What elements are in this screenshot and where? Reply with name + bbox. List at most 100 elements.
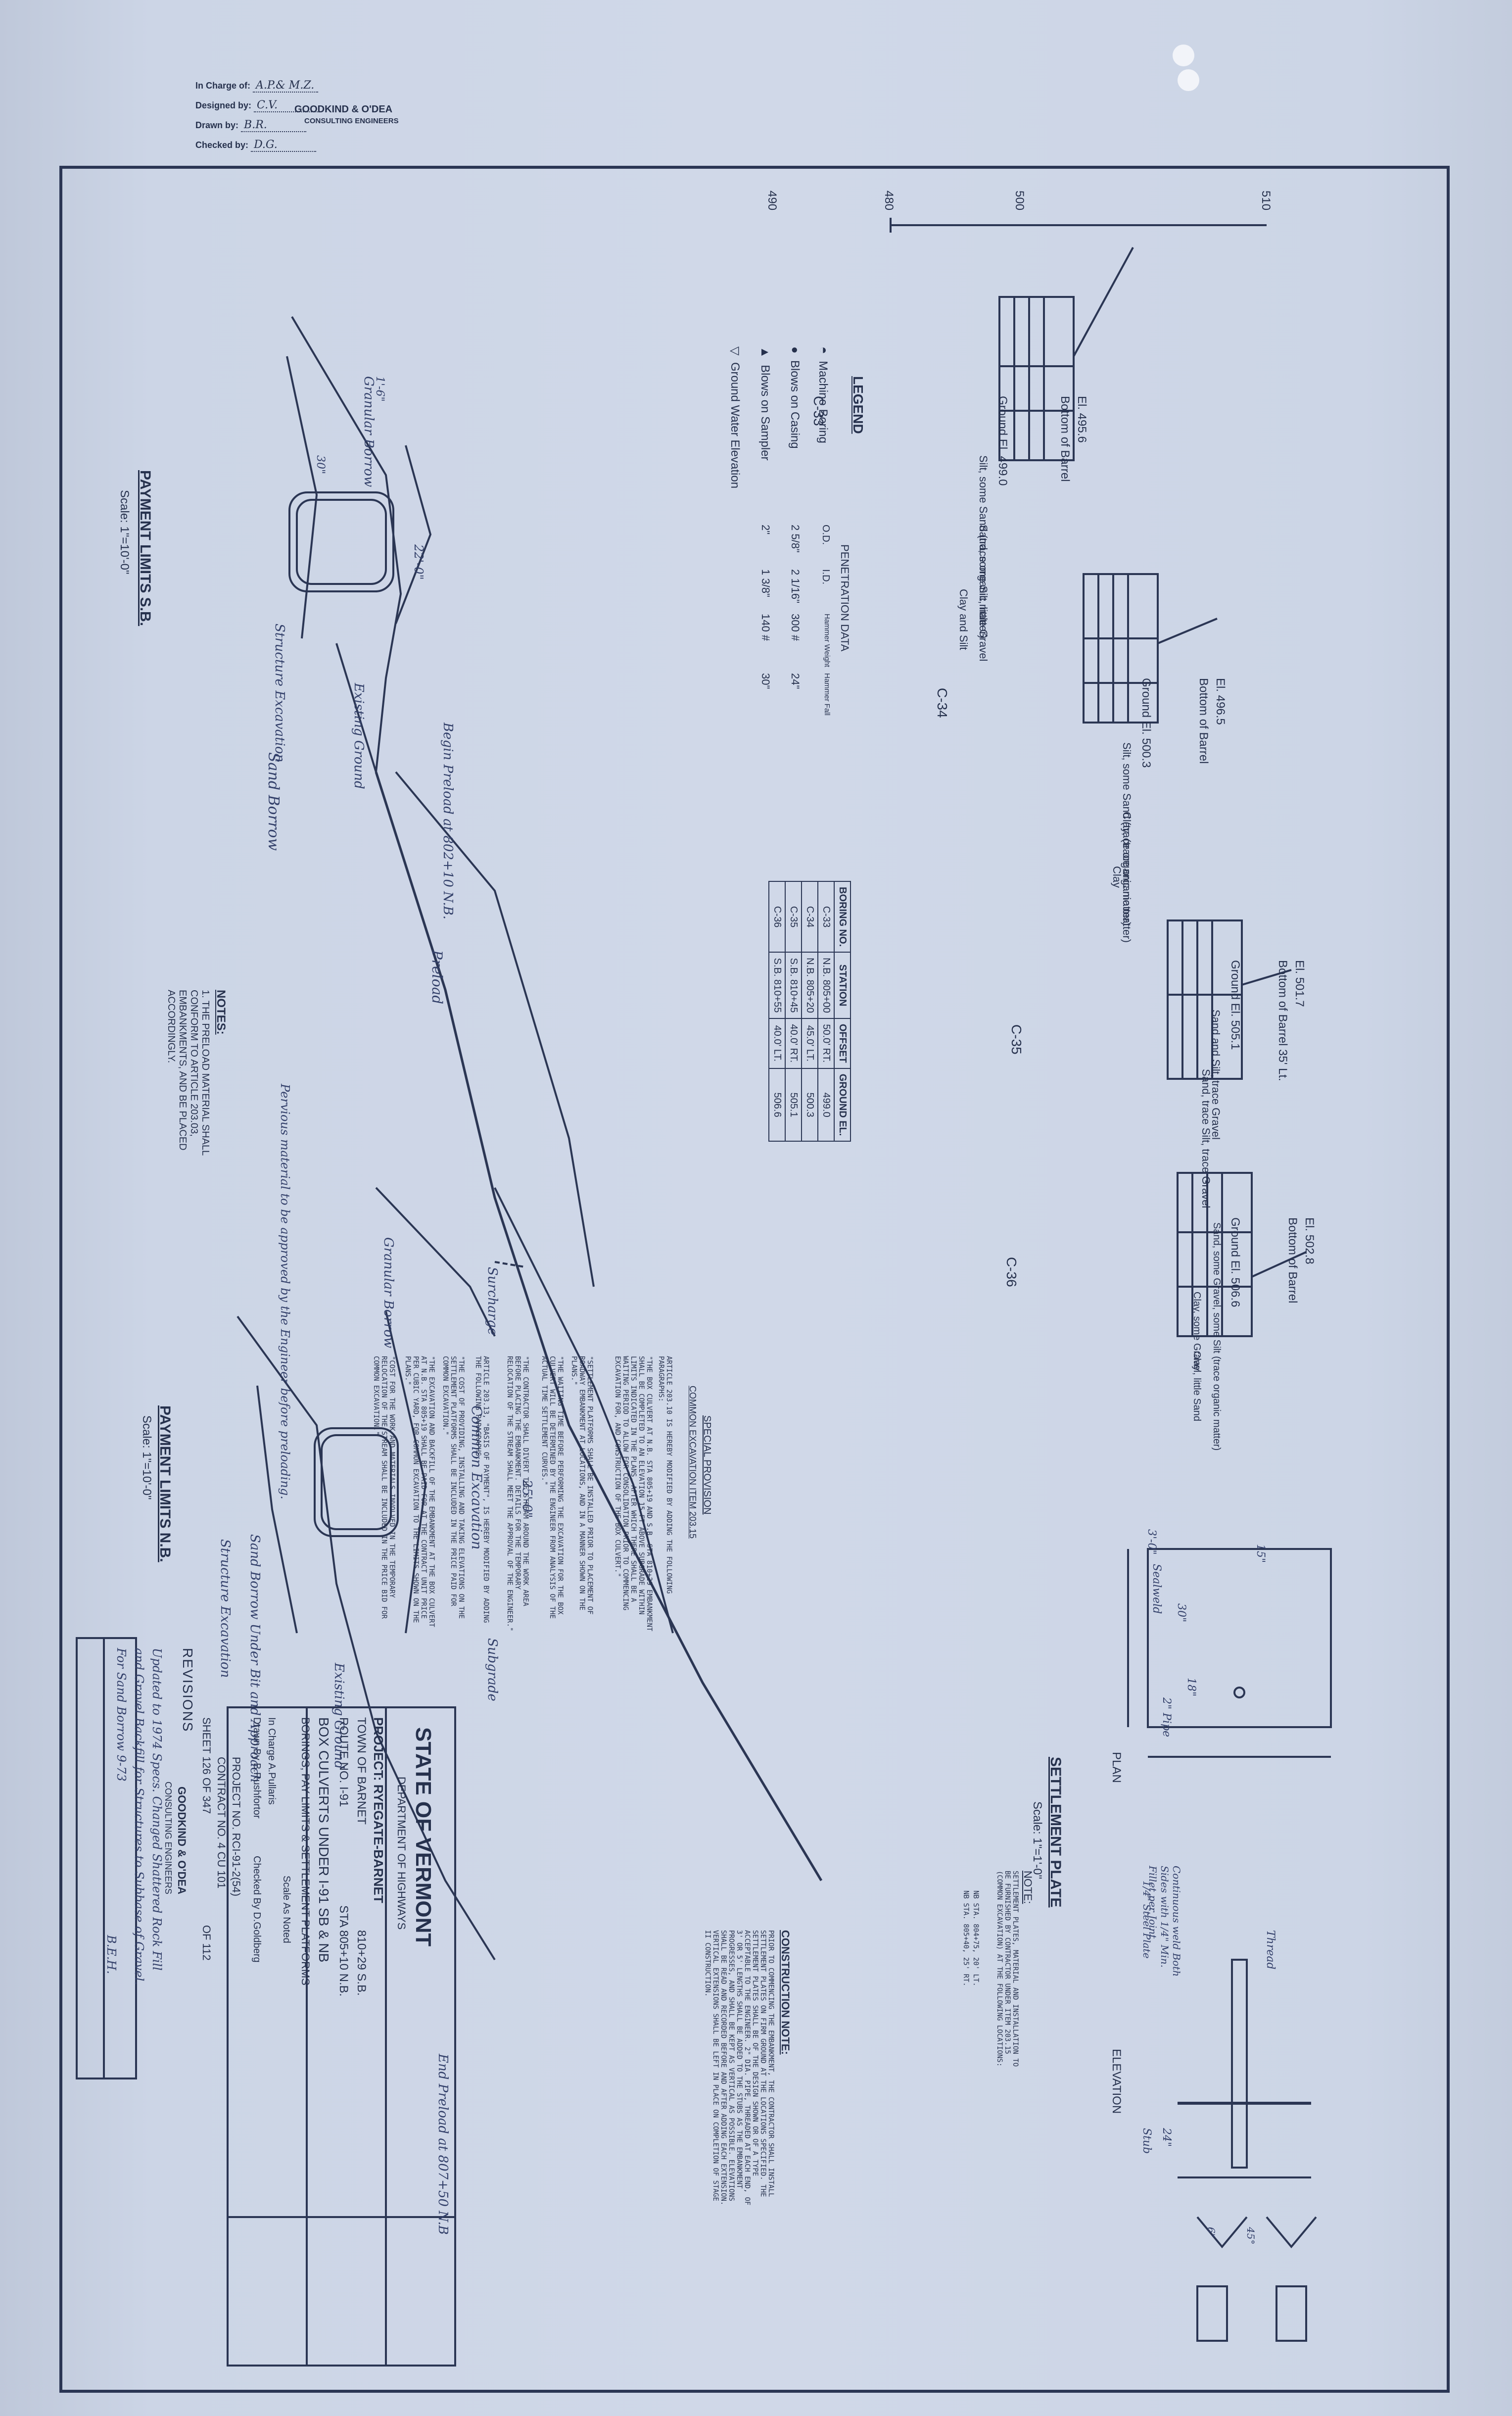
- plan-label: PLAN: [1110, 1752, 1123, 1783]
- table-cell: S.B. 810+55: [769, 952, 785, 1018]
- preload-label: Preload: [429, 950, 445, 1005]
- note-right-title: NOTE:: [1022, 1871, 1034, 1904]
- col-header: I.D.: [820, 569, 831, 585]
- department-title: DEPARTMENT OF HIGHWAYS: [395, 1777, 408, 1930]
- soil-layer: Sand, some Silt, little Gravel: [977, 525, 990, 662]
- table-row: C-34 N.B. 805+20 45.0' LT. 500.3: [802, 881, 818, 1142]
- boring-c35-column: [1167, 919, 1243, 1080]
- settlement-pipe-elevation: [1231, 1959, 1248, 2169]
- payment-nb-title: PAYMENT LIMITS N.B.: [157, 1405, 173, 1562]
- provision-paragraph: ARTICLE 203.10 IS HEREBY MODIFIED BY ADD…: [657, 1356, 673, 1594]
- barrel-elevation: El. 496.5: [1214, 678, 1227, 725]
- revisions-box: [76, 1637, 137, 2079]
- scale-tick-label: 510: [1259, 191, 1273, 211]
- scale-tick-label: 480: [882, 191, 896, 211]
- provision-paragraph: ARTICLE 203.13, "BASIS OF PAYMENT", IS H…: [474, 1356, 490, 1623]
- designed-value: C.V.: [254, 99, 320, 112]
- dimension-label: 6": [1205, 2227, 1217, 2238]
- table-cell: C-34: [802, 881, 818, 953]
- table-cell: 506.6: [769, 1068, 785, 1142]
- col-header: O.D.: [820, 525, 831, 545]
- title-block-firm-sub: CONSULTING ENGINEERS: [163, 1782, 173, 1894]
- soil-layer: Clay: [1111, 866, 1123, 888]
- sampler-id: 1 3/8": [759, 569, 772, 597]
- provision-paragraph: "THE EXCAVATION AND BACKFILL OF THE EMBA…: [404, 1356, 435, 1627]
- thread-label: Thread: [1264, 1930, 1276, 1970]
- table-header: STATION: [834, 952, 850, 1018]
- structure-excavation-label: Structure Excavation: [272, 624, 287, 763]
- stub-label: Stub: [1140, 2128, 1153, 2154]
- casing-fall: 24": [789, 673, 802, 689]
- scale-note: Scale As Noted: [281, 1876, 292, 1943]
- designed-label: Designed by:: [195, 100, 252, 110]
- state-title: STATE OF VERMONT: [411, 1727, 435, 1947]
- station-nb: STA 805+10 N.B.: [337, 1905, 350, 1997]
- payment-sb-scale: Scale: 1"=10'-0": [118, 490, 131, 575]
- table-cell: S.B. 810+45: [785, 952, 802, 1018]
- casing-weight: 300 #: [789, 614, 802, 641]
- provision-paragraph: "COST FOR THE WORK AND MATERIALS INVOLVE…: [372, 1356, 396, 1619]
- checked-value: D.G.: [251, 139, 317, 152]
- checked-signature: Checked By D.Goldberg: [251, 1856, 262, 1963]
- barrel-elevation: El. 501.7: [1293, 960, 1306, 1007]
- boring-id: C-36: [1004, 1257, 1019, 1287]
- drawn-signature: Drawn By B.Rushfortor: [251, 1717, 262, 1819]
- dimension-label: 15": [1254, 1544, 1267, 1563]
- table-cell: 45.0' LT.: [802, 1018, 818, 1068]
- town-name: TOWN OF BARNET: [355, 1717, 368, 1825]
- machine-boring-icon: ◓: [816, 346, 831, 354]
- drawn-label: Drawn by:: [195, 120, 239, 130]
- col-header: Hammer Weight: [823, 614, 831, 668]
- table-cell: 40.0' RT.: [785, 1018, 802, 1068]
- legend-item: ▲ Blows on Sampler: [758, 346, 772, 461]
- sampler-fall: 30": [759, 673, 772, 689]
- dimension-label: 18": [1185, 1678, 1197, 1697]
- table-cell: N.B. 805+00: [818, 952, 834, 1018]
- legend-label: Ground Water Elevation: [728, 362, 742, 489]
- table-row: C-36 S.B. 810+55 40.0' LT. 506.6: [769, 881, 785, 1142]
- ground-elevation: Ground El. 505.1: [1228, 960, 1242, 1050]
- sealweld-label: Sealweld: [1150, 1564, 1163, 1614]
- table-cell: C-33: [818, 881, 834, 953]
- table-cell: 499.0: [818, 1068, 834, 1142]
- table-cell: C-35: [785, 881, 802, 953]
- drawing-frame: [59, 166, 1450, 2393]
- legend-item: ◓ Machine Boring: [816, 346, 831, 443]
- boring-c34-column: [1083, 573, 1159, 724]
- special-provision-subtitle: COMMON EXCAVATION ITEM 203.15: [688, 1386, 698, 1539]
- sheet-number: SHEET 126 OF 347: [200, 1717, 213, 1814]
- granular-borrow-nb-label: Granular Borrow: [381, 1237, 396, 1349]
- soil-layer: Sand, trace Silt, trace Gravel: [1200, 1069, 1212, 1208]
- table-header: OFFSET: [834, 1018, 850, 1068]
- in-charge-signature: In Charge A.Pullaris: [266, 1717, 277, 1805]
- construction-note-title: CONSTRUCTION NOTE:: [779, 1930, 792, 2055]
- existing-ground-label: Existing Ground: [351, 683, 366, 789]
- revision-entry: Updated to 1974 Specs. Changed Shattered…: [114, 1648, 164, 1985]
- elevation-label: ELEVATION: [1110, 2049, 1123, 2114]
- pipe-label: 2" Pipe: [1160, 1697, 1173, 1738]
- table-cell: 505.1: [785, 1068, 802, 1142]
- provision-paragraph: "THE COST OF PROVIDING, INSTALLING AND T…: [441, 1356, 465, 1619]
- culvert-sb: [296, 499, 387, 585]
- soil-layer: Clay: [1191, 1351, 1202, 1371]
- sheet-total: OF 112: [200, 1925, 213, 1961]
- note-right-text: SETTLEMENT PLATES, MATERIAL AND INSTALLA…: [995, 1871, 1019, 2067]
- construction-note-text: PRIOR TO COMMENCING THE EMBANKMENT, THE …: [704, 1930, 775, 2206]
- culvert-nb: [321, 1434, 392, 1530]
- settlement-plate-scale: Scale: 1"=1'-0": [1031, 1801, 1044, 1880]
- settlement-plate-plan: [1147, 1548, 1332, 1728]
- route-number: ROUTE NO. I-91: [337, 1717, 350, 1807]
- project-name: PROJECT: RYEGATE-BARNET: [371, 1717, 386, 1903]
- angle-label: 45°: [1245, 2227, 1257, 2245]
- in-charge-line: In Charge of: A.P.& M.Z.: [195, 79, 319, 93]
- table-cell: 50.0' RT.: [818, 1018, 834, 1068]
- sampler-od: 2": [759, 525, 772, 535]
- barrel-label: Bottom of Barrel 35' Lt.: [1276, 960, 1289, 1081]
- payment-sb-title: PAYMENT LIMITS S.B.: [137, 470, 153, 627]
- drawn-line: Drawn by: B.R.: [195, 119, 307, 132]
- surcharge-label: Surcharge: [485, 1267, 500, 1336]
- boring-c33-column: [998, 296, 1075, 461]
- table-cell: 500.3: [802, 1068, 818, 1142]
- legend-label: Machine Boring: [816, 361, 830, 443]
